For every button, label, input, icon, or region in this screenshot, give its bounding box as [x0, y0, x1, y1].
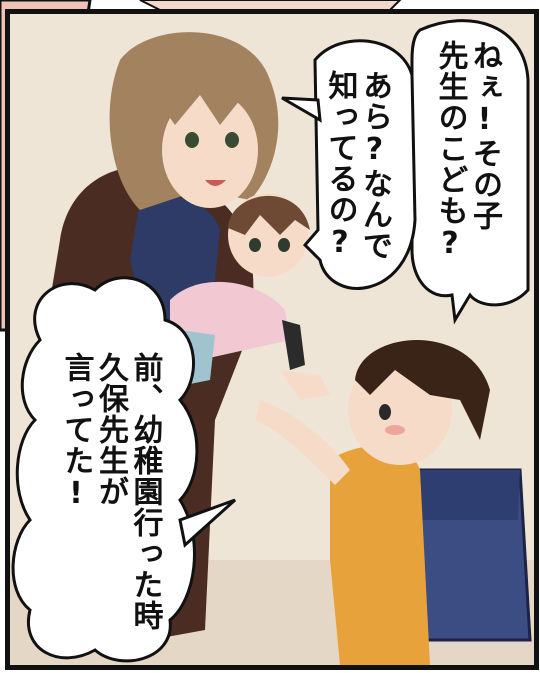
boy-backpack-flap [410, 470, 520, 520]
boy-hair [355, 340, 490, 440]
boy-figure [255, 340, 532, 665]
boy-eye [379, 404, 391, 420]
mother-face [162, 92, 258, 208]
mother-mouth [205, 180, 226, 186]
speech-balloon-2-tail [281, 96, 322, 123]
boy-arm [255, 400, 350, 485]
mother-eye-left [185, 132, 199, 148]
baby-arm [282, 320, 305, 370]
speech-balloon-3-tail [178, 498, 237, 548]
top-panel-shape [139, 0, 402, 11]
baby-hair [228, 195, 310, 235]
baby-figure [170, 193, 310, 385]
baby-eye-left [249, 238, 261, 252]
mother-fringe [150, 63, 265, 125]
boy-hand [280, 370, 330, 400]
speech-balloon-3 [11, 276, 199, 663]
boy-shirt [330, 446, 430, 665]
boy-blush [385, 425, 405, 435]
baby-eye-right [278, 238, 290, 252]
speech-text-2: あら?なんで 知ってるの? [322, 70, 393, 261]
mother-eye-right [225, 132, 239, 148]
speech-text-1: ねぇ!その子 先生のこども? [432, 40, 503, 262]
speech-balloon-2 [302, 39, 417, 290]
speech-text-3: 前、幼稚園行った時 久保先生が 言ってた! [58, 352, 163, 631]
speech-balloon-1 [410, 19, 530, 325]
